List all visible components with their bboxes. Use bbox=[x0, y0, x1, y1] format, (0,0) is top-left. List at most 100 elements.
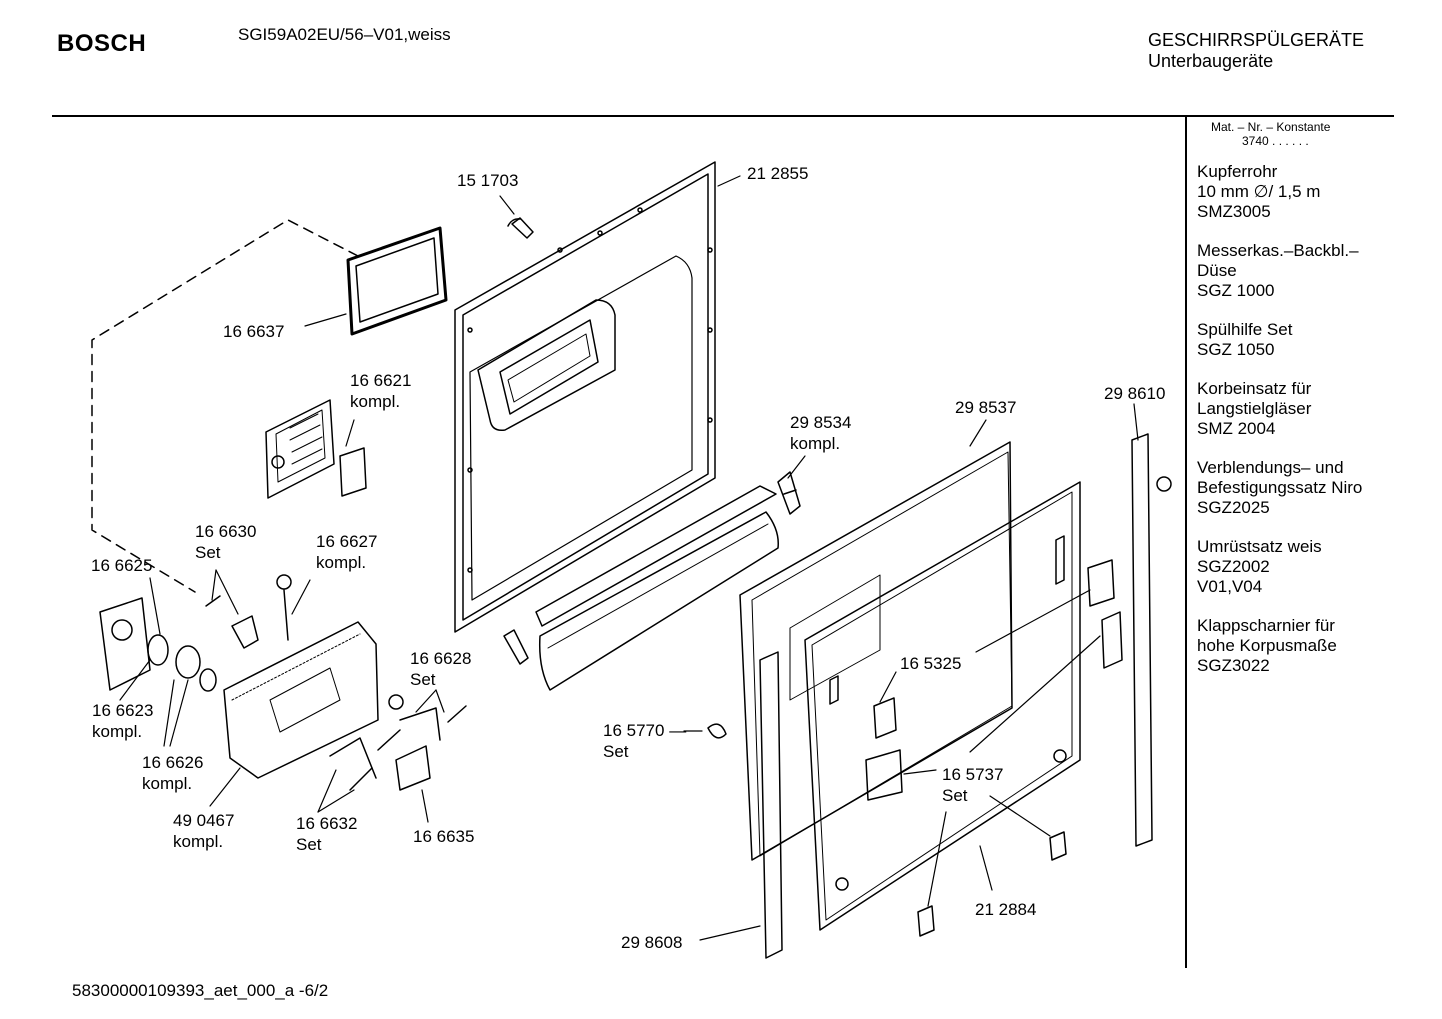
part-label: 29 8610 bbox=[1104, 383, 1165, 404]
part-note: Set bbox=[942, 786, 968, 805]
footer-doc-id: 58300000109393_aet_000_a -6/2 bbox=[72, 981, 328, 1001]
category-name: GESCHIRRSPÜLGERÄTE bbox=[1148, 30, 1365, 50]
mat-value: 3740 . . . . . . bbox=[1242, 134, 1309, 148]
accessory-item: Umrüstsatz weis SGZ2002 V01,V04 bbox=[1197, 537, 1392, 597]
dispenser-body bbox=[223, 621, 379, 779]
part-note: kompl. bbox=[173, 832, 224, 851]
cap-part bbox=[707, 723, 727, 739]
dispenser-cap bbox=[99, 597, 151, 691]
accessory-item: Verblendungs– und Befestigungssatz Niro … bbox=[1197, 458, 1392, 518]
accessory-line: V01,V04 bbox=[1197, 577, 1263, 596]
accessory-item: Spülhilfe Set SGZ 1050 bbox=[1197, 320, 1392, 360]
mounting-foot bbox=[1049, 831, 1067, 861]
accessory-line: SMZ 2004 bbox=[1197, 419, 1276, 438]
part-number: 16 6628 bbox=[410, 649, 472, 668]
inner-door-panel bbox=[454, 161, 716, 633]
dispenser-lid bbox=[265, 399, 367, 499]
accessory-line: SMZ3005 bbox=[1197, 202, 1271, 221]
part-label: 16 6635 bbox=[413, 826, 474, 847]
hinge-block bbox=[865, 749, 903, 801]
hinge-bracket bbox=[777, 471, 801, 515]
page-number: -6/2 bbox=[298, 981, 329, 1000]
header-rule bbox=[52, 115, 1394, 117]
accessory-line: SGZ2025 bbox=[1197, 498, 1270, 517]
part-number: 16 6621 bbox=[350, 371, 412, 390]
brand-logo: BOSCH bbox=[57, 30, 147, 57]
part-note: kompl. bbox=[92, 722, 143, 741]
accessory-item: Korbeinsatz für Langstielgläser SMZ 2004 bbox=[1197, 379, 1392, 439]
part-number: 29 8534 bbox=[790, 413, 852, 432]
part-label: 29 8537 bbox=[955, 397, 1016, 418]
part-label: 16 5770 — Set bbox=[603, 720, 686, 762]
accessory-line: Umrüstsatz weis bbox=[1197, 537, 1322, 556]
part-label: 29 8608 bbox=[621, 932, 682, 953]
part-label: 16 6637 bbox=[223, 321, 284, 342]
mat-label: Mat. – Nr. – Konstante bbox=[1211, 120, 1331, 134]
accessory-line: Düse bbox=[1197, 261, 1237, 280]
spring-part bbox=[447, 705, 467, 723]
subcategory-name: Unterbaugeräte bbox=[1148, 51, 1274, 71]
part-number: 29 8608 bbox=[621, 933, 683, 952]
part-note: kompl. bbox=[316, 553, 367, 572]
accessory-line: Verblendungs– und bbox=[1197, 458, 1344, 477]
hinge-catch bbox=[873, 697, 897, 739]
part-number: 16 6627 bbox=[316, 532, 378, 551]
part-note: Set bbox=[195, 543, 221, 562]
part-number: 16 6632 bbox=[296, 814, 358, 833]
accessory-line: Klappscharnier für bbox=[1197, 616, 1335, 635]
valve-cap bbox=[276, 574, 292, 590]
leader-dash: — bbox=[669, 721, 687, 740]
door-trim-strip bbox=[535, 485, 779, 691]
part-note: Set bbox=[603, 742, 629, 761]
part-label: 21 2884 bbox=[975, 899, 1036, 920]
accessory-line: Langstielgläser bbox=[1197, 399, 1312, 418]
front-door-panel bbox=[789, 481, 1081, 931]
actuator bbox=[329, 737, 377, 779]
part-label: 16 6627 kompl. bbox=[316, 531, 377, 573]
lever-part bbox=[399, 707, 441, 741]
dispenser-frame bbox=[346, 226, 448, 336]
model-number: SGI59A02EU/56–V01,weiss bbox=[238, 25, 451, 44]
part-label: 21 2855 bbox=[747, 163, 808, 184]
part-note: Set bbox=[296, 835, 322, 854]
accessory-line: hohe Korpusmaße bbox=[1197, 636, 1337, 655]
side-strip-left bbox=[759, 651, 783, 959]
spring-part bbox=[377, 729, 401, 751]
part-number: 16 6630 bbox=[195, 522, 257, 541]
document-id: 58300000109393_aet_000_a bbox=[72, 981, 295, 1000]
leader-lines bbox=[119, 175, 1139, 941]
part-number: 29 8610 bbox=[1104, 384, 1166, 403]
seal-ring bbox=[147, 634, 169, 666]
accessory-line: 10 mm ∅/ 1,5 m bbox=[1197, 182, 1321, 201]
accessory-line: SGZ 1000 bbox=[1197, 281, 1275, 300]
accessory-item: Klappscharnier für hohe Korpusmaße SGZ30… bbox=[1197, 616, 1392, 676]
part-note: kompl. bbox=[350, 392, 401, 411]
accessory-line: Kupferrohr bbox=[1197, 162, 1278, 181]
accessory-line: Spülhilfe Set bbox=[1197, 320, 1293, 339]
part-number: 16 5325 bbox=[900, 654, 962, 673]
sidebar-divider bbox=[1185, 116, 1187, 968]
material-number-block: Mat. – Nr. – Konstante 3740 . . . . . . bbox=[1211, 120, 1330, 148]
seal-ring-small bbox=[199, 668, 217, 692]
part-number: 16 5737 bbox=[942, 765, 1004, 784]
part-number: 21 2884 bbox=[975, 900, 1037, 919]
part-number: 15 1703 bbox=[457, 171, 519, 190]
screw-part bbox=[507, 217, 534, 239]
accessory-line: SGZ3022 bbox=[1197, 656, 1270, 675]
part-number: 16 5770 bbox=[603, 721, 665, 740]
dispenser-plug bbox=[175, 645, 201, 679]
accessory-line: SGZ 1050 bbox=[1197, 340, 1275, 359]
side-strip-knob bbox=[1156, 476, 1172, 492]
part-note: kompl. bbox=[142, 774, 193, 793]
spring-small bbox=[205, 595, 221, 607]
part-label: 16 6625 bbox=[91, 555, 152, 576]
part-note: Set bbox=[410, 670, 436, 689]
